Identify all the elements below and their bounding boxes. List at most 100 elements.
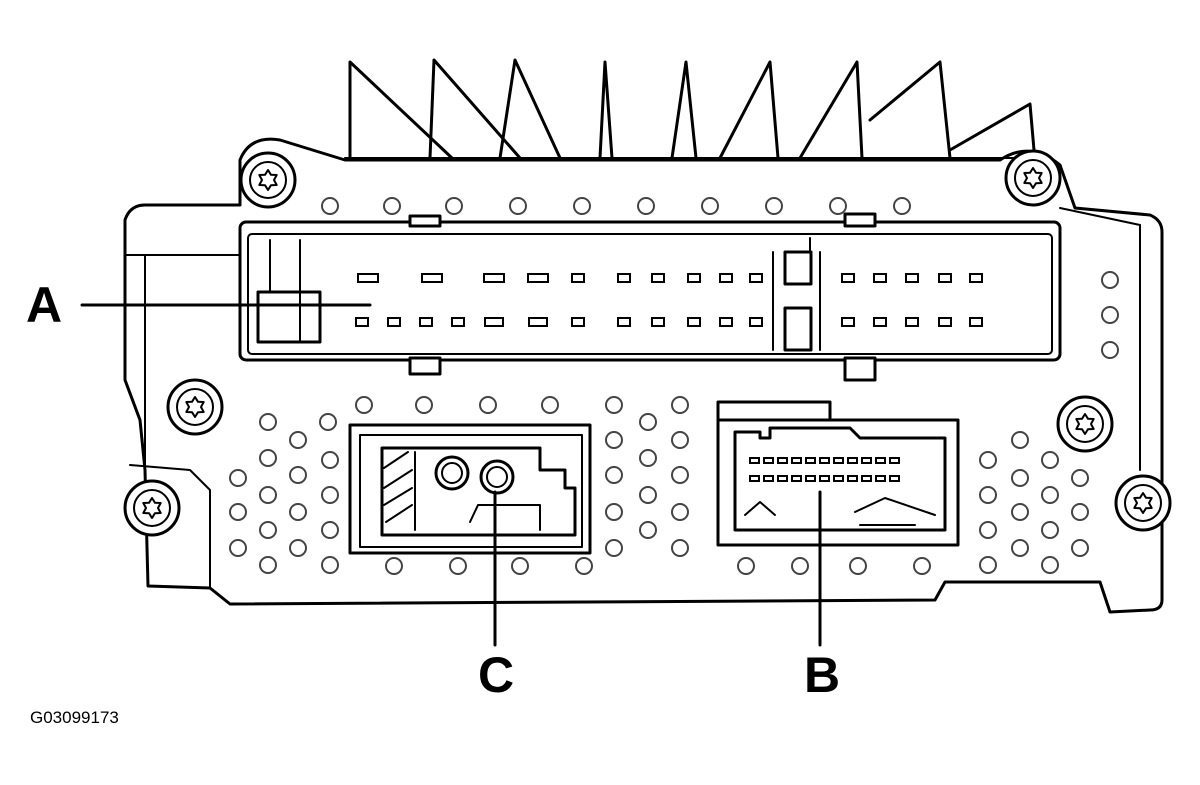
connector-b-pin xyxy=(819,475,830,482)
connector-b-pin xyxy=(763,475,774,482)
connector-a-pin xyxy=(969,273,983,283)
figure-id: G03099173 xyxy=(30,708,119,727)
housing-hole xyxy=(479,396,497,414)
housing-hole xyxy=(979,486,997,504)
housing-hole xyxy=(671,431,689,449)
housing-hole xyxy=(791,557,809,575)
housing-hole xyxy=(849,557,867,575)
connector-b-pin xyxy=(791,457,802,464)
screw-rim xyxy=(249,161,287,199)
housing-hole xyxy=(605,396,623,414)
housing-hole xyxy=(385,557,403,575)
connector-a-pin xyxy=(421,273,443,283)
housing-hole xyxy=(509,197,527,215)
housing-hole xyxy=(321,556,339,574)
housing-hole xyxy=(1041,556,1059,574)
connector-b-pin xyxy=(861,457,872,464)
mounting-screw xyxy=(123,479,181,537)
connector-b xyxy=(716,400,960,547)
torx-star-icon xyxy=(258,169,278,191)
connector-b-pin xyxy=(889,457,900,464)
connector-a-pin xyxy=(527,273,549,283)
connector-a-pin xyxy=(749,317,763,327)
housing-hole xyxy=(319,413,337,431)
connector-a xyxy=(238,212,1062,382)
housing-holes xyxy=(229,197,1119,575)
housing-hole xyxy=(383,197,401,215)
housing-hole xyxy=(979,451,997,469)
housing-hole xyxy=(229,469,247,487)
connector-c xyxy=(348,423,592,555)
connector-a-pin xyxy=(651,317,665,327)
housing-hole xyxy=(573,197,591,215)
housing-hole xyxy=(229,539,247,557)
mounting-screw xyxy=(1056,395,1114,453)
connector-a-pin xyxy=(617,273,631,283)
housing-hole xyxy=(289,539,307,557)
callout-a: A xyxy=(26,277,62,333)
connector-a-pin xyxy=(938,273,952,283)
connector-a-pin xyxy=(873,317,887,327)
connector-b-pin xyxy=(763,457,774,464)
housing-hole xyxy=(415,396,433,414)
housing-hole xyxy=(289,431,307,449)
callout-c: C xyxy=(478,647,514,703)
connector-b-pin xyxy=(777,457,788,464)
housing-hole xyxy=(321,521,339,539)
housing-hole xyxy=(605,431,623,449)
connector-b-pin xyxy=(847,457,858,464)
mounting-screw xyxy=(1114,474,1172,532)
screw-rim xyxy=(133,489,171,527)
connector-a-pin xyxy=(451,317,465,327)
housing-hole xyxy=(575,557,593,575)
screw-rim xyxy=(1124,484,1162,522)
connector-a-pin xyxy=(484,317,504,327)
housing-hole xyxy=(259,521,277,539)
connector-a-pin xyxy=(571,317,585,327)
housing-hole xyxy=(1101,271,1119,289)
connector-b-pin xyxy=(833,457,844,464)
housing-hole xyxy=(701,197,719,215)
torx-star-icon xyxy=(1133,492,1153,514)
connector-a-pin xyxy=(357,273,379,283)
housing-hole xyxy=(449,557,467,575)
housing-hole xyxy=(605,466,623,484)
housing-hole xyxy=(1011,503,1029,521)
connector-b-pin xyxy=(749,457,760,464)
heat-sink-fins xyxy=(344,58,1036,162)
housing-hole xyxy=(1071,539,1089,557)
housing-hole xyxy=(445,197,463,215)
housing xyxy=(123,137,1164,614)
connector-a-pin xyxy=(969,317,983,327)
housing-hole xyxy=(829,197,847,215)
housing-hole xyxy=(321,451,339,469)
connector-a-pin xyxy=(571,273,585,283)
connector-a-pin xyxy=(355,317,369,327)
housing-hole xyxy=(765,197,783,215)
housing-hole xyxy=(1041,486,1059,504)
housing-hole xyxy=(511,557,529,575)
housing-hole xyxy=(671,503,689,521)
connector-a-pin xyxy=(687,317,701,327)
connector-a-pin xyxy=(419,317,433,327)
screw-head xyxy=(1056,395,1114,453)
housing-hole xyxy=(671,466,689,484)
housing-hole xyxy=(1071,503,1089,521)
connector-b-pin xyxy=(777,475,788,482)
connector-b-pin xyxy=(847,475,858,482)
housing-hole xyxy=(639,486,657,504)
connector-a-pin xyxy=(651,273,665,283)
housing-hole xyxy=(289,503,307,521)
housing-hole xyxy=(321,197,339,215)
connector-a-pins xyxy=(355,273,983,327)
connector-b-pin xyxy=(805,457,816,464)
housing-hole xyxy=(259,449,277,467)
connector-b-pins xyxy=(749,457,900,482)
screw-head xyxy=(1114,474,1172,532)
connector-b-pin xyxy=(805,475,816,482)
connector-b-pin xyxy=(875,457,886,464)
housing-hole xyxy=(289,466,307,484)
callout-b: B xyxy=(804,647,840,703)
connector-b-pin xyxy=(749,475,760,482)
